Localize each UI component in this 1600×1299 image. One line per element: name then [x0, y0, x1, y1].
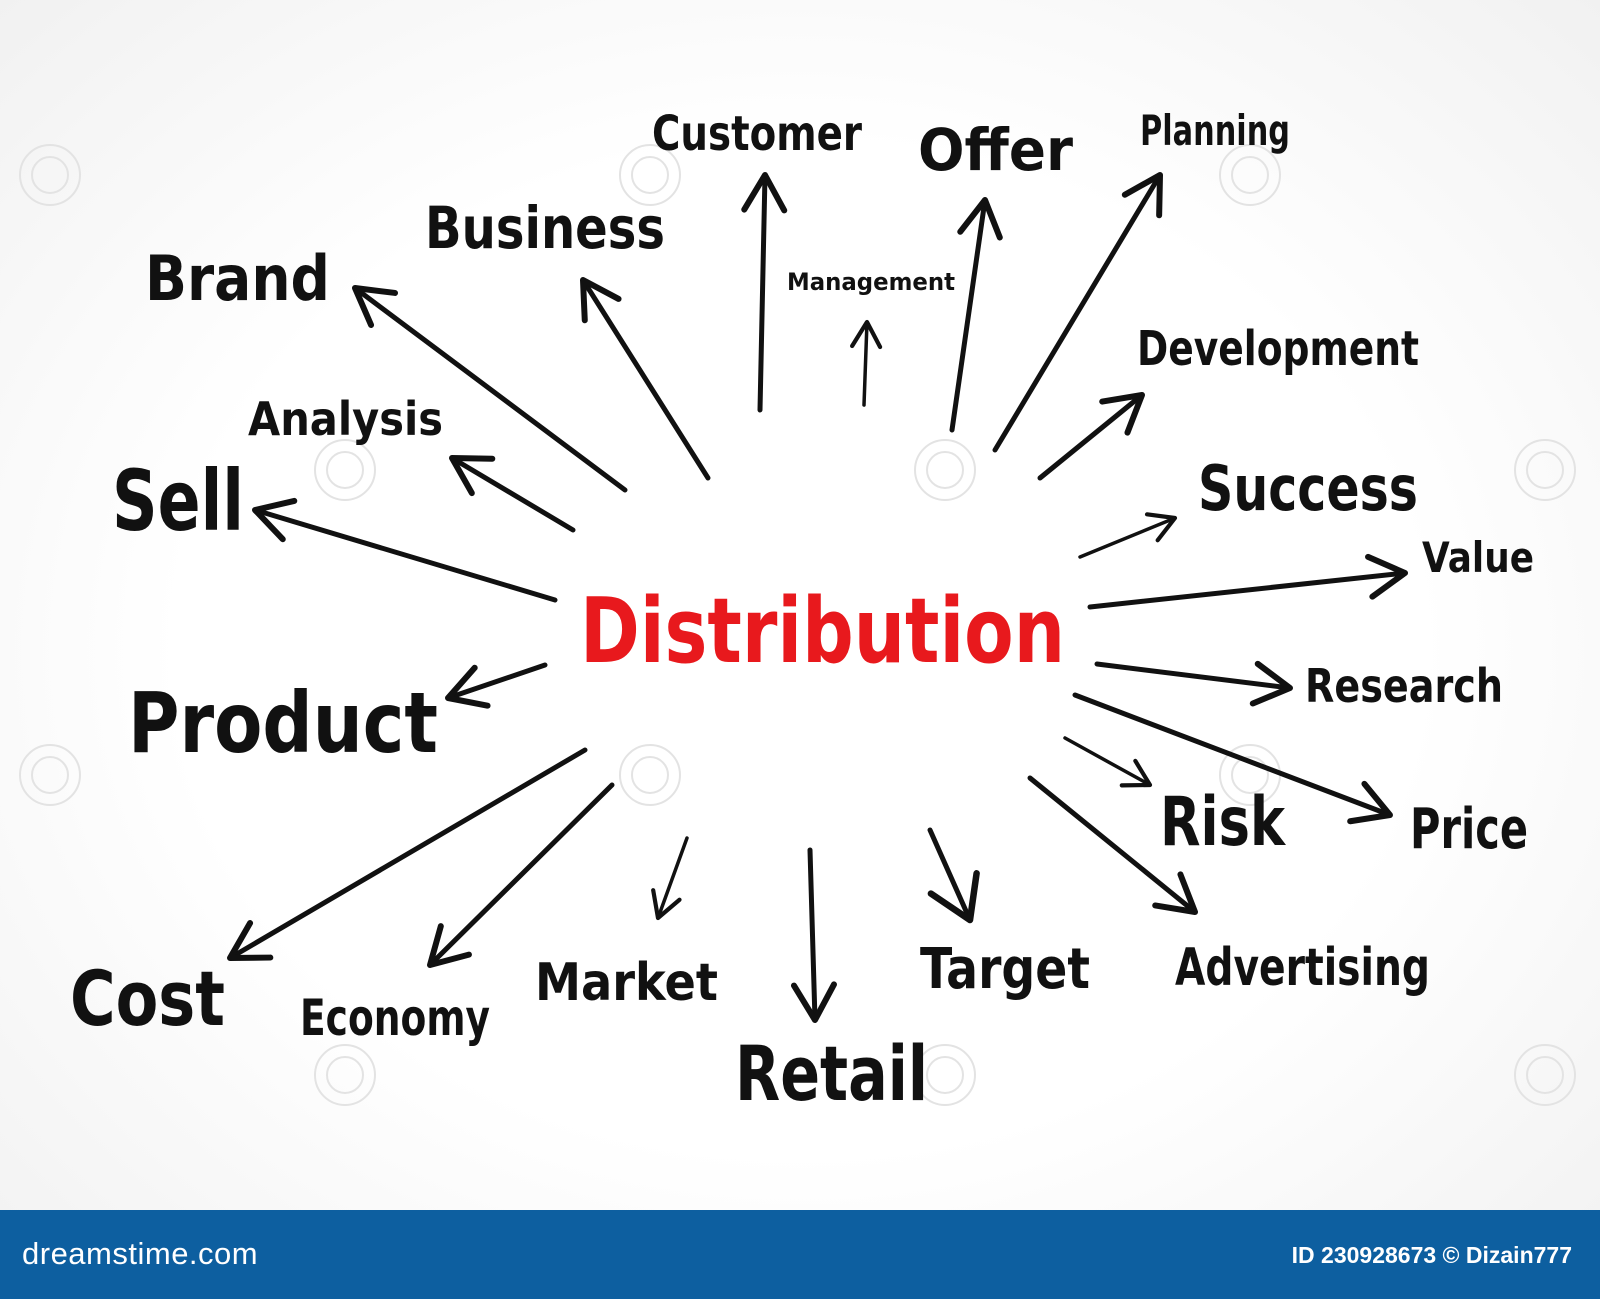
word-risk: Risk [1160, 783, 1286, 862]
arrow-value [1087, 553, 1408, 610]
word-success: Success [1198, 452, 1418, 525]
word-retail: Retail [735, 1029, 928, 1118]
word-market: Market [535, 953, 718, 1013]
arrow-development [1037, 392, 1145, 481]
word-development: Development [1137, 321, 1419, 377]
arrow-research [1094, 660, 1293, 707]
word-management: Management [787, 268, 955, 296]
word-price: Price [1410, 797, 1528, 862]
word-brand: Brand [145, 242, 330, 315]
arrow-business [580, 277, 711, 481]
mind-map: Distribution Customer Offer Planning Bus… [19, 106, 1576, 1118]
arrow-product [445, 662, 548, 709]
arrow-offer [949, 197, 1003, 433]
footer-bar: dreamstime.com ID 230928673 © Dizain777 [0, 1210, 1600, 1299]
arrow-target [927, 827, 980, 924]
word-sell: Sell [112, 452, 244, 550]
arrow-advertising [1027, 775, 1198, 915]
word-business: Business [425, 194, 665, 262]
arrow-analysis [449, 455, 576, 533]
arrow-sell [252, 497, 558, 603]
footer-credit: ID 230928673 © Dizain777 [1291, 1242, 1572, 1268]
arrow-management [850, 319, 883, 407]
word-target: Target [920, 937, 1090, 1002]
word-value: Value [1422, 533, 1534, 582]
word-analysis: Analysis [248, 392, 443, 446]
word-offer: Offer [918, 116, 1073, 184]
arrow-customer [741, 172, 788, 413]
word-research: Research [1305, 659, 1503, 713]
word-economy: Economy [300, 989, 490, 1047]
arrow-cost [227, 747, 588, 961]
word-customer: Customer [652, 106, 862, 162]
word-advertising: Advertising [1175, 938, 1430, 998]
word-planning: Planning [1140, 106, 1290, 155]
arrows [227, 172, 1408, 1023]
center-label: Distribution [580, 579, 1065, 684]
arrow-risk [1063, 736, 1153, 788]
arrow-retail [790, 847, 837, 1023]
arrow-brand [352, 285, 628, 493]
word-cost: Cost [70, 954, 225, 1043]
arrow-planning [992, 172, 1163, 453]
arrow-market [651, 836, 689, 921]
arrow-success [1078, 512, 1178, 559]
arrow-price [1072, 692, 1393, 825]
arrow-economy [427, 782, 615, 968]
footer-brand[interactable]: dreamstime.com [22, 1236, 259, 1271]
word-product: Product [128, 674, 438, 772]
